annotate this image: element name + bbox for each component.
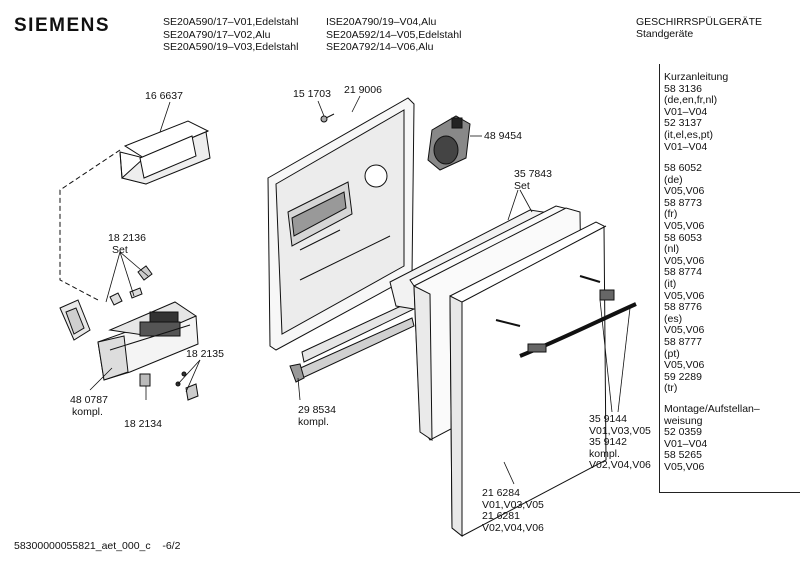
part-label-357843: 35 7843 — [514, 168, 552, 180]
sidebar-line: 58 8773 — [664, 196, 702, 209]
model-line: SE20A590/19–V03,Edelstahl — [163, 41, 299, 53]
sidebar-line: (nl) — [664, 243, 680, 256]
part-label-line: V01,V03,V05 — [589, 424, 651, 437]
footer: 58300000055821_aet_000_c -6/2 — [14, 540, 180, 552]
document-code: 58300000055821_aet_000_c — [14, 540, 151, 552]
part-label-182135: 18 2135 — [186, 348, 224, 360]
part-label-359144: 35 9144 V01,V03,V05 35 9142 kompl. V02,V… — [589, 413, 651, 472]
part-control-module — [97, 301, 199, 381]
part-label-166637: 16 6637 — [145, 90, 183, 102]
sidebar-line: 59 2289 — [664, 370, 702, 383]
part-door-rail — [289, 299, 417, 383]
sidebar-line: 52 3137 — [664, 117, 702, 130]
part-label-298534: 29 8534 — [298, 404, 336, 416]
part-seal-frame — [119, 120, 211, 185]
sidebar-line: V05,V06 — [664, 185, 705, 198]
sidebar-line: (de) — [664, 173, 683, 186]
model-line: SE20A592/14–V05,Edelstahl — [326, 28, 462, 41]
sidebar-box — [659, 64, 800, 493]
brand-logo: SIEMENS — [14, 15, 111, 36]
leader-lines — [89, 95, 631, 485]
page-number: -6/2 — [162, 540, 181, 552]
part-label-151703: 15 1703 — [293, 88, 331, 100]
sidebar-line: Montage/Aufstellan– — [664, 403, 760, 415]
sidebar-line: 58 5265 — [664, 449, 702, 462]
sidebar-montage: Montage/Aufstellan– weisung 52 0359 V01–… — [664, 403, 760, 474]
part-label-182134: 18 2134 — [124, 418, 162, 430]
model-line: SE20A590/17–V01,Edelstahl — [163, 16, 299, 28]
part-label-489454: 48 9454 — [484, 130, 522, 142]
sidebar-line: 58 8774 — [664, 266, 702, 279]
part-label-480787: 48 0787 — [70, 394, 108, 406]
sidebar-line: V05,V06 — [664, 359, 705, 372]
sidebar-line: (pt) — [664, 347, 680, 360]
sidebar-line: 58 6053 — [664, 231, 702, 244]
part-label-line: V02,V04,V06 — [589, 459, 651, 472]
sidebar-line: (tr) — [664, 382, 678, 395]
part-label-set: Set — [514, 180, 530, 192]
sidebar-line: Kurzanleitung — [664, 71, 729, 83]
sidebar-line: V01–V04 — [664, 105, 708, 118]
sidebar-line: V05,V06 — [664, 460, 705, 473]
part-small-catch — [185, 383, 199, 401]
category-title: GESCHIRRSPÜLGERÄTE — [636, 16, 763, 28]
sidebar-line: 58 6052 — [664, 162, 702, 174]
part-label-kompl: kompl. — [298, 416, 329, 428]
part-label-line: kompl. — [589, 447, 620, 460]
sidebar-line: V05,V06 — [664, 254, 705, 267]
sidebar-line: (it) — [664, 277, 677, 290]
part-front-door — [449, 221, 607, 538]
model-line: SE20A790/17–V02,Alu — [163, 28, 271, 41]
part-door-handle — [495, 275, 637, 358]
sidebar-line: 58 3136 — [664, 82, 702, 95]
sidebar-line: 58 8777 — [664, 335, 702, 348]
part-label-219006: 21 9006 — [344, 84, 382, 96]
sidebar-line: (fr) — [664, 208, 678, 221]
model-line: ISE20A790/19–V04,Alu — [326, 16, 437, 28]
part-label-216284: 21 6284 V01,V03,V05 21 6281 V02,V04,V06 — [482, 487, 544, 534]
part-label-line: 21 6284 — [482, 487, 520, 499]
model-list-2: ISE20A790/19–V04,Alu SE20A592/14–V05,Ede… — [326, 16, 461, 54]
sidebar-line: V05,V06 — [664, 324, 705, 337]
part-label-line: 21 6281 — [482, 510, 520, 523]
part-label-line: V02,V04,V06 — [482, 521, 544, 534]
sidebar-line: (it,el,es,pt) — [664, 128, 714, 141]
part-label-set: Set — [112, 244, 128, 256]
sidebar-line: (es) — [664, 312, 683, 325]
part-label-182136: 18 2136 — [108, 232, 146, 244]
sidebar-line: 52 0359 — [664, 426, 702, 439]
part-hinge-bracket — [59, 299, 91, 341]
sidebar-languages: 58 6052 (de) V05,V06 58 8773 (fr) V05,V0… — [664, 162, 705, 395]
subcategory-title: Standgeräte — [636, 28, 694, 40]
part-label-line: V01,V03,V05 — [482, 498, 544, 511]
part-inner-door — [267, 97, 415, 351]
part-label-kompl: kompl. — [72, 406, 103, 418]
part-label-line: 35 9142 — [589, 436, 627, 449]
sidebar-line: 58 8776 — [664, 301, 702, 314]
sidebar-line: weisung — [664, 414, 703, 427]
sidebar-kurzanleitung: Kurzanleitung 58 3136 (de,en,fr,nl) V01–… — [664, 71, 729, 153]
part-label-line: 35 9144 — [589, 413, 627, 425]
sidebar-line: V05,V06 — [664, 289, 705, 302]
sidebar-line: (de,en,fr,nl) — [664, 94, 718, 107]
sidebar-line: V01–V04 — [664, 437, 708, 450]
model-list-1: SE20A590/17–V01,Edelstahl SE20A790/17–V0… — [163, 16, 298, 54]
sidebar-line: V05,V06 — [664, 219, 705, 232]
part-screw — [320, 113, 335, 123]
part-small-clip — [139, 373, 151, 387]
sidebar-line: V01–V04 — [664, 140, 708, 153]
part-detergent-dispenser — [427, 115, 471, 171]
dashed-assembly-line — [59, 149, 121, 301]
model-line: SE20A792/14–V06,Alu — [326, 41, 434, 53]
